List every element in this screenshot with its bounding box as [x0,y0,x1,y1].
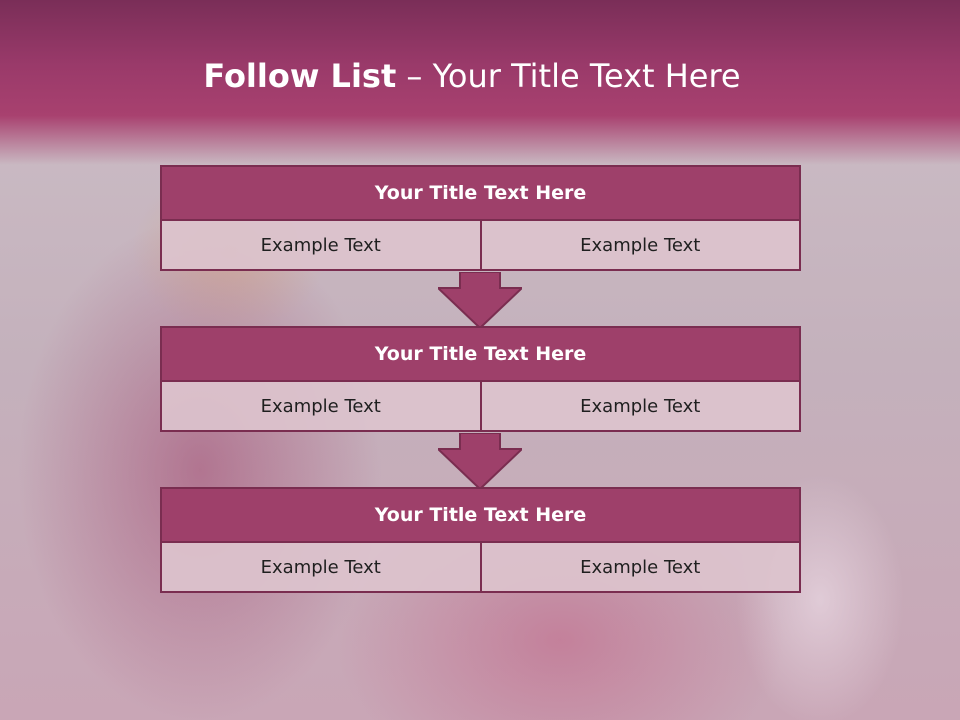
down-arrow-icon [438,433,522,489]
step-row: Example Text Example Text [160,221,801,271]
slide-title: Follow List – Your Title Text Here [0,52,944,100]
step-row: Example Text Example Text [160,382,801,432]
step-row: Example Text Example Text [160,543,801,593]
step-cell-left: Example Text [160,221,482,271]
step-cell-right: Example Text [481,221,801,271]
step-cell-left: Example Text [160,543,482,593]
step-block-1: Your Title Text Here Example Text Exampl… [160,165,801,271]
step-cell-right: Example Text [481,382,801,432]
step-cell-right: Example Text [481,543,801,593]
step-title: Your Title Text Here [160,487,801,543]
step-title: Your Title Text Here [160,165,801,221]
down-arrow-icon [438,272,522,328]
step-title: Your Title Text Here [160,326,801,382]
header-band [0,0,960,165]
title-bold: Follow List [203,57,397,95]
step-block-3: Your Title Text Here Example Text Exampl… [160,487,801,593]
title-rest: – Your Title Text Here [396,57,741,95]
step-block-2: Your Title Text Here Example Text Exampl… [160,326,801,432]
step-cell-left: Example Text [160,382,482,432]
